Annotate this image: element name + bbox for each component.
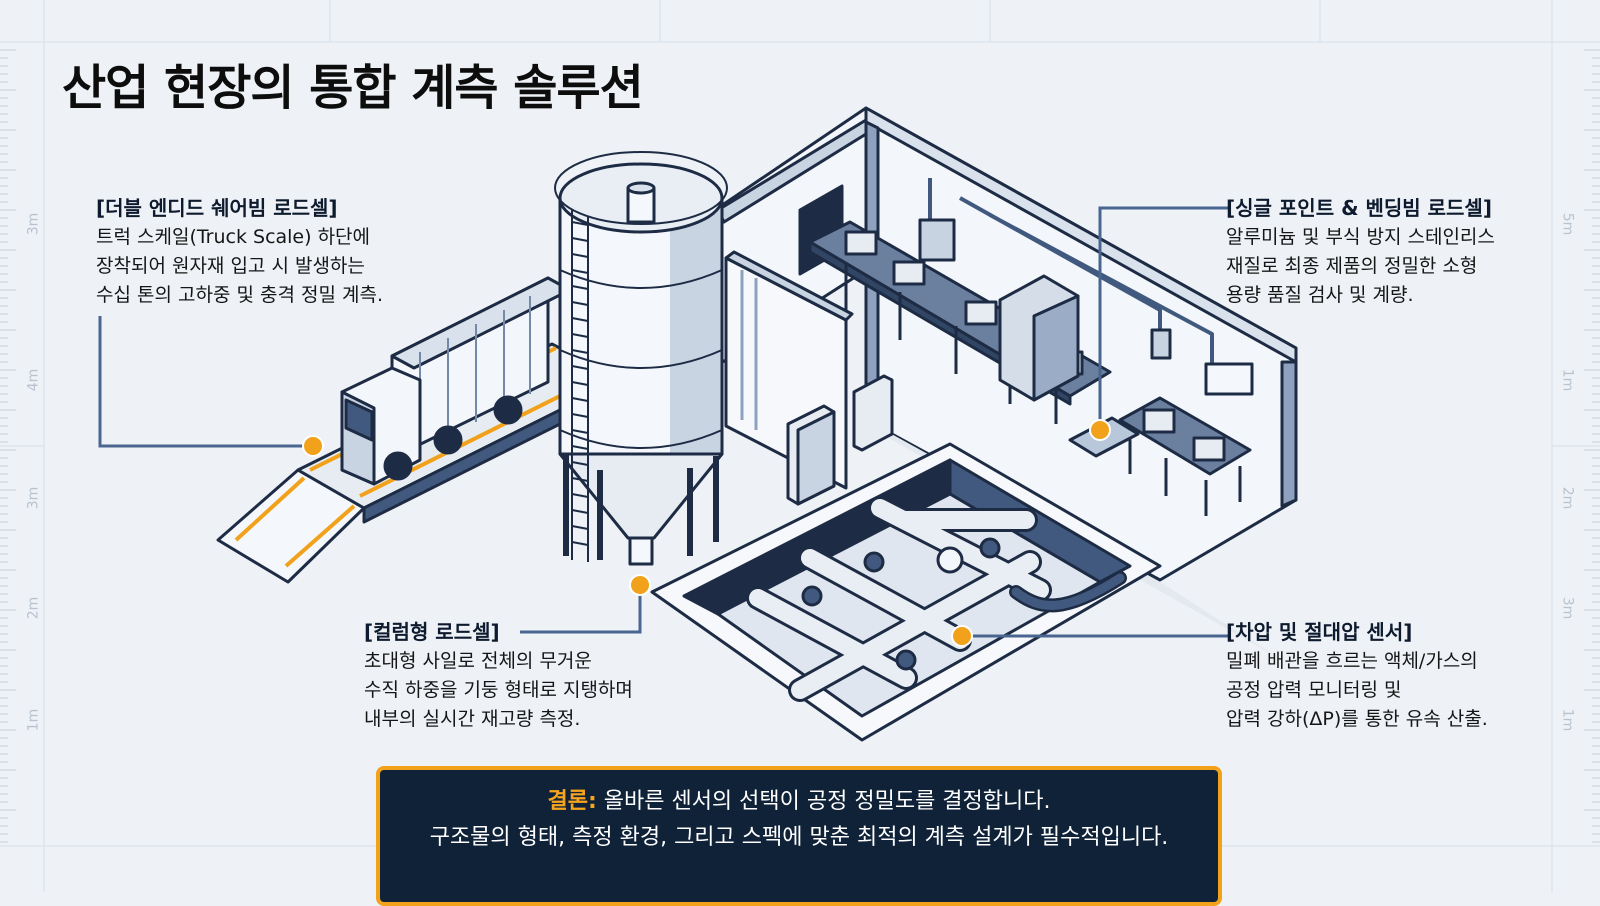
callout-line: 장착되어 원자재 입고 시 발생하는 xyxy=(96,255,365,277)
marker-truck-scale xyxy=(302,435,324,457)
ruler-label-right: 5m xyxy=(1559,212,1576,236)
callout-line: 재질로 최종 제품의 정밀한 소형 xyxy=(1226,255,1478,277)
conclusion-label: 결론: xyxy=(547,789,597,814)
callout-double-ended-shear-beam: [더블 엔디드 쉐어빔 로드셀] 트럭 스케일(Truck Scale) 하단에… xyxy=(96,194,383,310)
callout-heading: [더블 엔디드 쉐어빔 로드셀] xyxy=(96,196,338,220)
conclusion-line-1: 결론: 올바른 센서의 선택이 공정 정밀도를 결정합니다. xyxy=(380,784,1218,820)
ladder-rung xyxy=(571,413,589,418)
conclusion-line-2: 구조물의 형태, 측정 환경, 그리고 스펙에 맞춘 최적의 계측 설계가 필수… xyxy=(429,825,1169,850)
ladder-rung xyxy=(571,317,589,322)
ladder-rung xyxy=(571,285,589,290)
ladder-rung xyxy=(571,253,589,258)
marker-column xyxy=(629,574,651,596)
callout-column-load-cell: [컬럼형 로드셀] 초대형 사일로 전체의 무거운 수직 하중을 기둥 형태로 … xyxy=(364,618,633,734)
conclusion-text-1: 올바른 센서의 선택이 공정 정밀도를 결정합니다. xyxy=(596,789,1051,814)
ladder-rung xyxy=(571,349,589,354)
callout-line: 공정 압력 모니터링 및 xyxy=(1226,679,1402,701)
ladder-rung xyxy=(571,221,589,226)
callout-pressure-sensor: [차압 및 절대압 센서] 밀폐 배관을 흐르는 액체/가스의 공정 압력 모니… xyxy=(1226,618,1488,734)
marker-pressure xyxy=(951,625,973,647)
callout-heading: [컬럼형 로드셀] xyxy=(364,620,500,644)
callout-heading: [싱글 포인트 & 벤딩빔 로드셀] xyxy=(1226,196,1492,220)
callout-heading: [차압 및 절대압 센서] xyxy=(1226,620,1413,644)
ruler-label-left: 2m xyxy=(25,596,42,620)
ruler-label-right: 1m xyxy=(1559,708,1576,732)
truck-scale xyxy=(216,276,622,584)
callout-line: 용량 품질 검사 및 계량. xyxy=(1226,284,1414,306)
ladder-rung xyxy=(571,477,589,482)
callout-line: 초대형 사일로 전체의 무거운 xyxy=(364,650,592,672)
ladder-rung xyxy=(571,365,589,370)
ruler-label-left: 1m xyxy=(25,708,42,732)
ruler-ticks xyxy=(0,49,1600,843)
ladder-rung xyxy=(571,333,589,338)
ruler-label-left: 4m xyxy=(25,368,42,392)
ruler-label-right: 2m xyxy=(1559,486,1576,510)
callout-single-point-bending-beam: [싱글 포인트 & 벤딩빔 로드셀] 알루미늄 및 부식 방지 스테인리스 재질… xyxy=(1226,194,1495,310)
ruler-label-right: 1m xyxy=(1559,368,1576,392)
ruler-label-left: 3m xyxy=(25,212,42,236)
partition-wall xyxy=(724,250,894,506)
conclusion-box: 결론: 올바른 센서의 선택이 공정 정밀도를 결정합니다. 구조물의 형태, … xyxy=(376,766,1222,906)
pipe-pit xyxy=(650,442,1162,742)
ladder-rung xyxy=(571,525,589,530)
ladder-rung xyxy=(571,445,589,450)
ladder-rung xyxy=(571,461,589,466)
ladder-rung xyxy=(571,429,589,434)
callout-line: 알루미늄 및 부식 방지 스테인리스 xyxy=(1226,226,1495,248)
callout-line: 내부의 실시간 재고량 측정. xyxy=(364,708,581,730)
callout-line: 수직 하중을 기둥 형태로 지탱하며 xyxy=(364,679,633,701)
ladder-rung xyxy=(571,493,589,498)
ladder-rung xyxy=(571,381,589,386)
callout-line: 밀폐 배관을 흐르는 액체/가스의 xyxy=(1226,650,1478,672)
callout-line: 압력 강하(ΔP)를 통한 유속 산출. xyxy=(1226,708,1488,730)
callout-line: 수십 톤의 고하중 및 충격 정밀 계측. xyxy=(96,284,383,306)
ladder-rung xyxy=(571,397,589,402)
callout-line: 트럭 스케일(Truck Scale) 하단에 xyxy=(96,226,371,248)
page-title: 산업 현장의 통합 계측 솔루션 xyxy=(62,60,644,116)
sensor-markers xyxy=(302,419,1111,647)
ladder-rung xyxy=(571,541,589,546)
ladder-rung xyxy=(571,509,589,514)
ladder-rung xyxy=(571,301,589,306)
ruler-label-left: 3m xyxy=(25,486,42,510)
callout-connectors xyxy=(98,206,1228,638)
marker-single-point xyxy=(1089,419,1111,441)
ruler-label-right: 3m xyxy=(1559,596,1576,620)
silo xyxy=(554,151,728,566)
ladder-rung xyxy=(571,269,589,274)
ladder-rung xyxy=(571,237,589,242)
